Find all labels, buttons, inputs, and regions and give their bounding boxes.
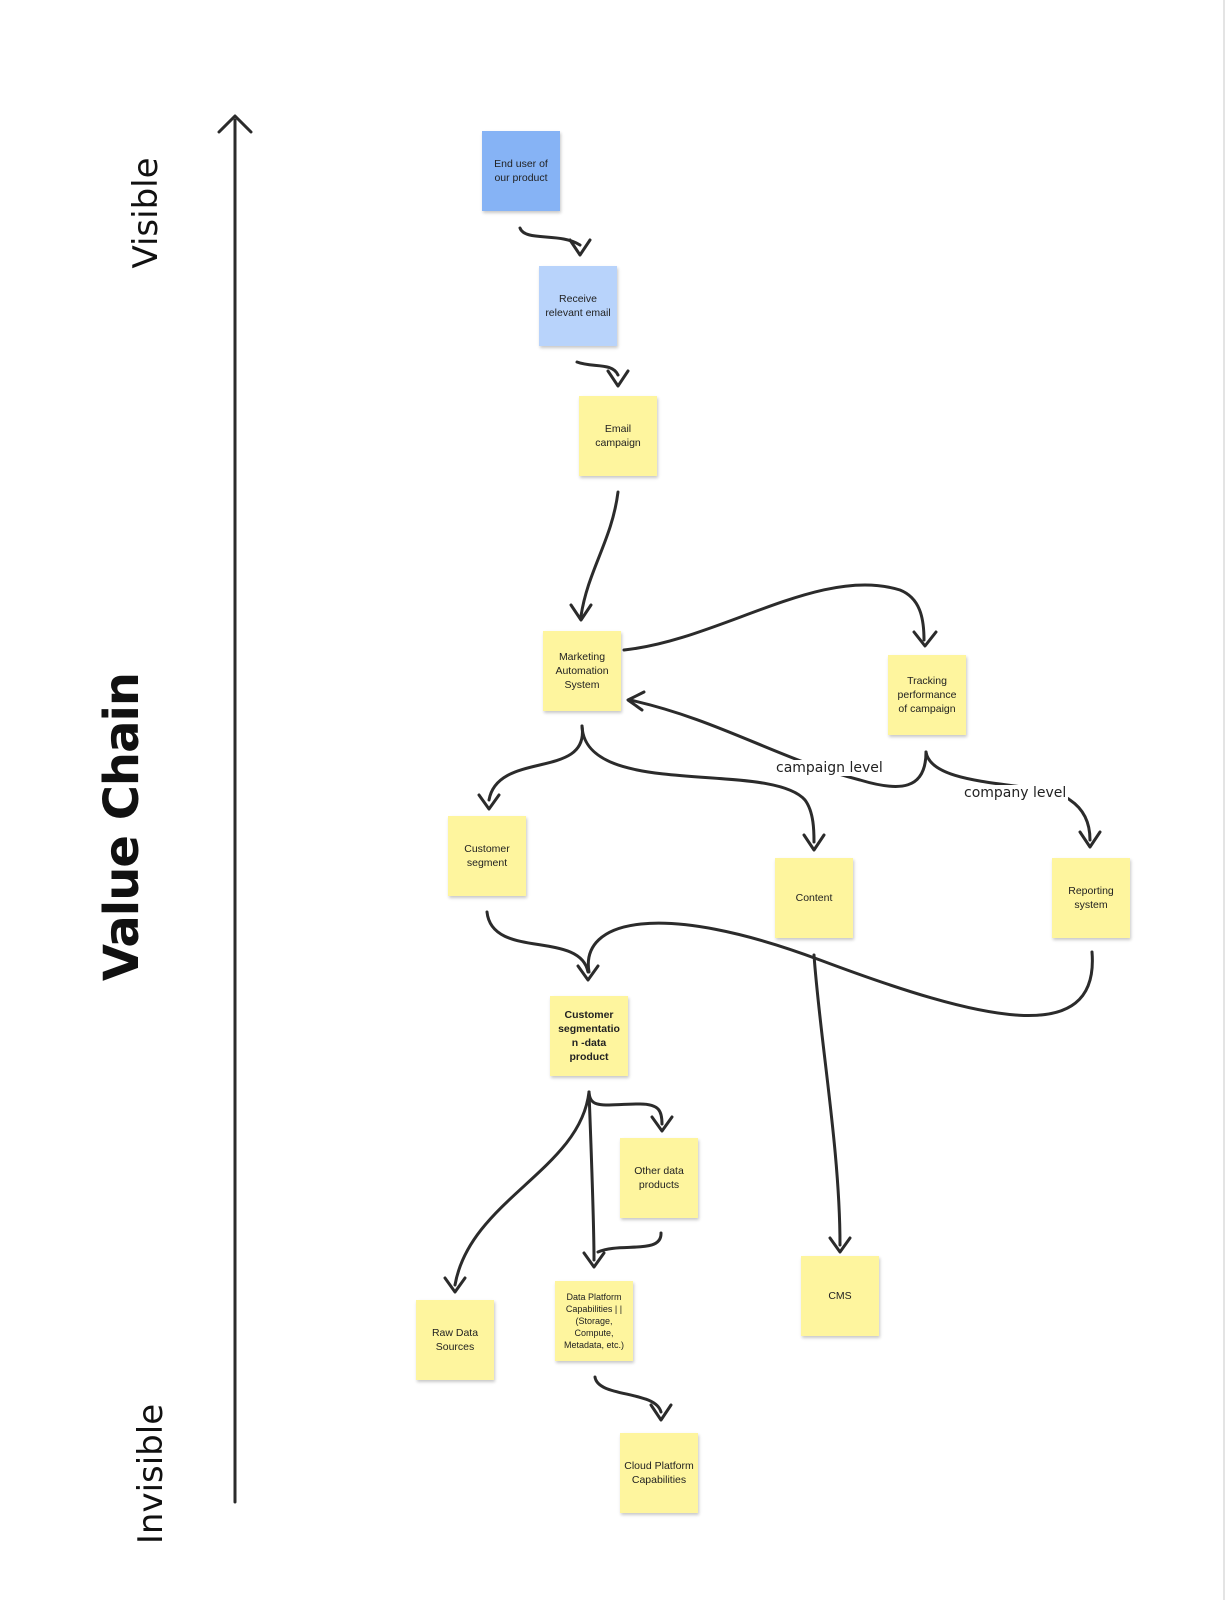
note-content[interactable]: Content: [775, 858, 853, 938]
note-end-user[interactable]: End user of our product: [482, 131, 560, 211]
edge-reporting-product: [586, 921, 1094, 1017]
edge-other-platform: [596, 1231, 663, 1254]
note-other-data-products[interactable]: Other data products: [620, 1138, 698, 1218]
note-tracking[interactable]: Tracking performance of campaign: [888, 655, 966, 735]
arrowhead-raw: [443, 1276, 467, 1294]
arrowhead-cloud: [649, 1403, 673, 1422]
note-customer-segment[interactable]: Customer segment: [448, 816, 526, 896]
note-receive-email[interactable]: Receive relevant email: [539, 266, 617, 346]
arrowhead-product: [576, 964, 600, 982]
edge-product-other: [587, 1090, 664, 1126]
note-email-campaign[interactable]: Email campaign: [579, 396, 657, 476]
edge-campaign-mas: [579, 490, 620, 618]
arrowhead-reporting: [1078, 830, 1102, 849]
arrowhead-mas: [569, 603, 593, 622]
arrowhead-segment: [477, 793, 501, 811]
note-cms[interactable]: CMS: [801, 1256, 879, 1336]
note-data-platform[interactable]: Data Platform Capabilities | | (Storage,…: [555, 1281, 633, 1361]
arrowhead-email-campaign: [606, 369, 630, 388]
edge-content-cms: [812, 953, 842, 1247]
edge-mas-content: [580, 724, 816, 844]
edge-mas-segment: [487, 724, 584, 802]
edge-receive-campaign: [575, 360, 620, 377]
edge-label-company-level: company level: [962, 785, 1069, 801]
edge-product-platform: [587, 1090, 596, 1262]
edge-mas-tracking: [622, 583, 926, 652]
arrowhead-receive: [568, 238, 592, 257]
page-edge: [1223, 0, 1225, 1600]
edge-product-raw: [453, 1090, 591, 1287]
arrowhead-platform: [582, 1251, 606, 1269]
note-reporting-system[interactable]: Reporting system: [1052, 858, 1130, 938]
value-axis-arrowhead: [217, 114, 253, 134]
arrowhead-cms: [828, 1236, 852, 1254]
arrowhead-content: [802, 833, 826, 852]
arrowhead-tracking: [912, 630, 938, 648]
arrowhead-other: [650, 1115, 674, 1133]
edge-label-campaign-level: campaign level: [774, 760, 885, 776]
note-cloud-platform[interactable]: Cloud Platform Capabilities: [620, 1433, 698, 1513]
note-raw-data-sources[interactable]: Raw Data Sources: [416, 1300, 494, 1380]
edge-segment-product: [485, 910, 590, 974]
edge-platform-cloud: [593, 1375, 663, 1414]
arrowhead-mas-return: [626, 690, 646, 712]
note-segmentation-product[interactable]: Customer segmentatio n -data product: [550, 996, 628, 1076]
edge-enduser-receive: [518, 226, 582, 247]
note-marketing-automation[interactable]: Marketing Automation System: [543, 631, 621, 711]
